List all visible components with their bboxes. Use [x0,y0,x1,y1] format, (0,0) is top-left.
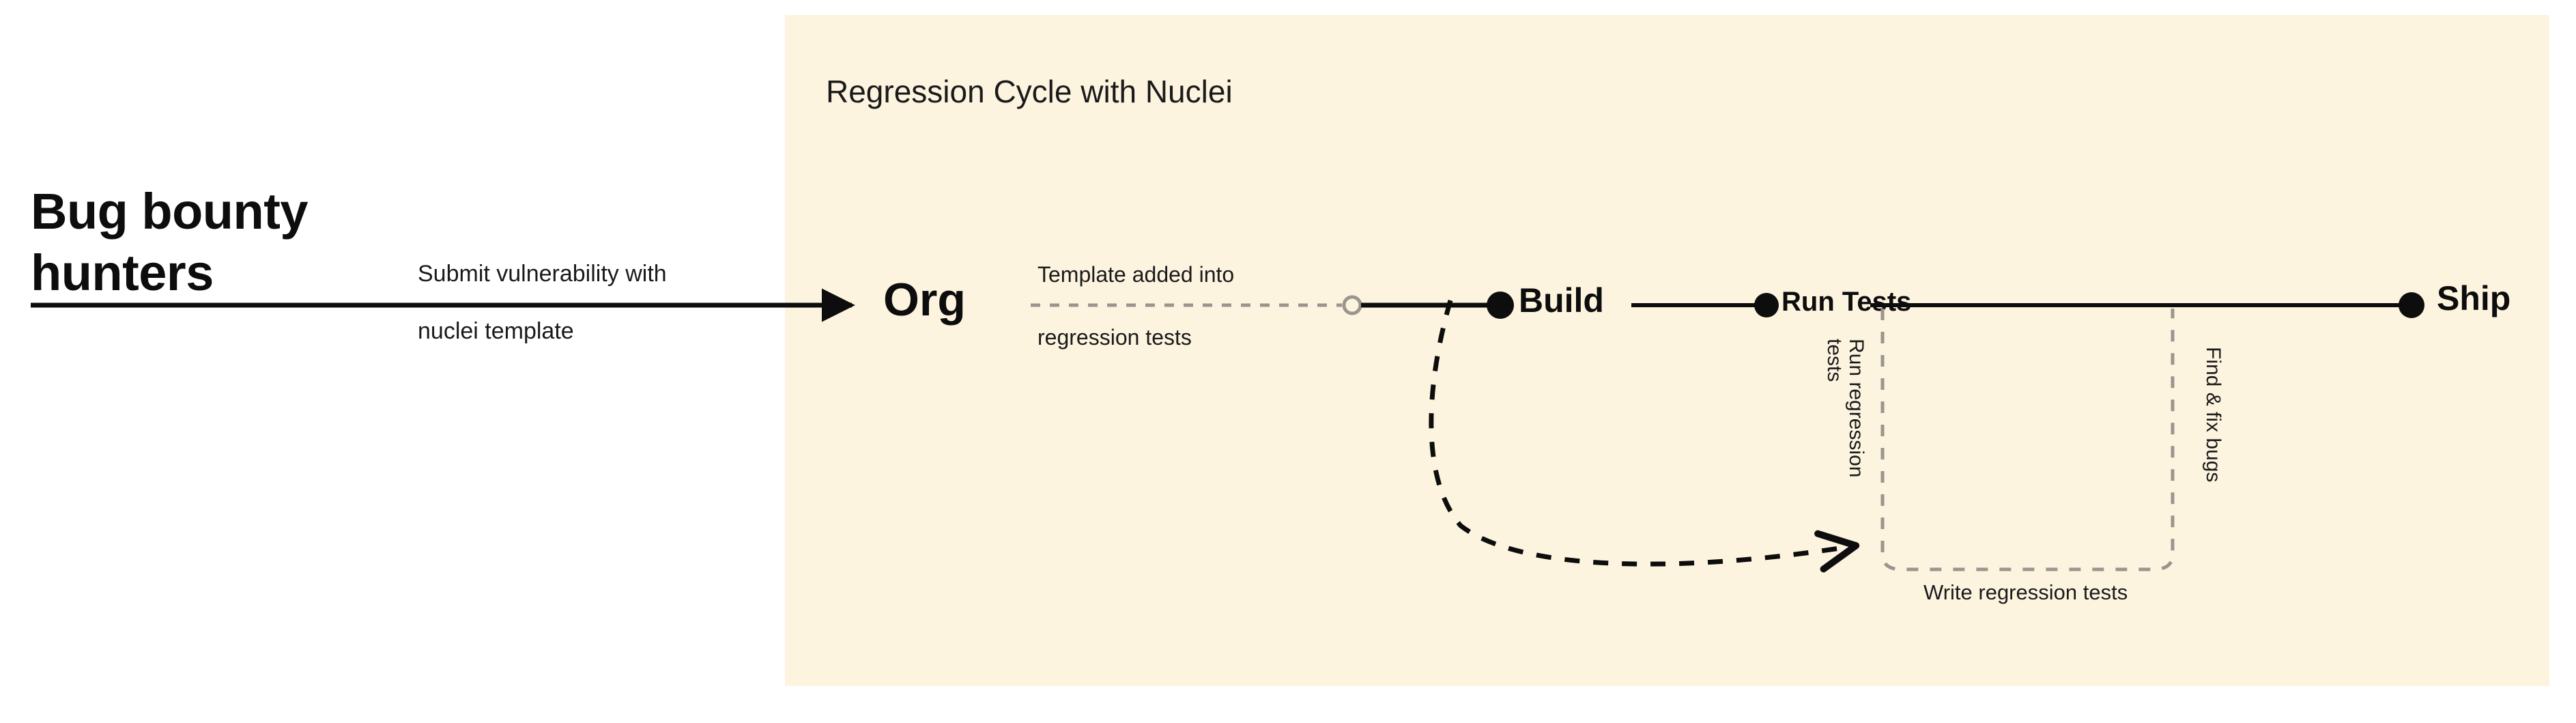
node-label-run-tests[interactable]: Run Tests [1781,287,1912,317]
template-edge-label-line2: regression tests [1037,325,1192,350]
annotation-run-regression-tests: Run regression tests [1823,339,1867,478]
submit-edge-label-line1: Submit vulnerability with [418,261,667,287]
node-label-build[interactable]: Build [1519,281,1604,320]
panel-title: Regression Cycle with Nuclei [826,74,1233,109]
left-white-region [0,0,785,723]
node-label-org[interactable]: Org [883,274,966,326]
annotation-find-and-fix-bugs: Find & fix bugs [2202,347,2224,483]
actor-bug-bounty-hunters-label: Bug bounty hunters [31,183,309,302]
template-edge-label-line1: Template added into [1037,262,1235,287]
regression-cycle-panel: Regression Cycle with Nuclei [785,15,2549,686]
node-label-ship[interactable]: Ship [2437,279,2511,317]
submit-edge-label-line2: nuclei template [418,318,574,344]
annotation-write-regression-tests: Write regression tests [1923,580,2128,604]
